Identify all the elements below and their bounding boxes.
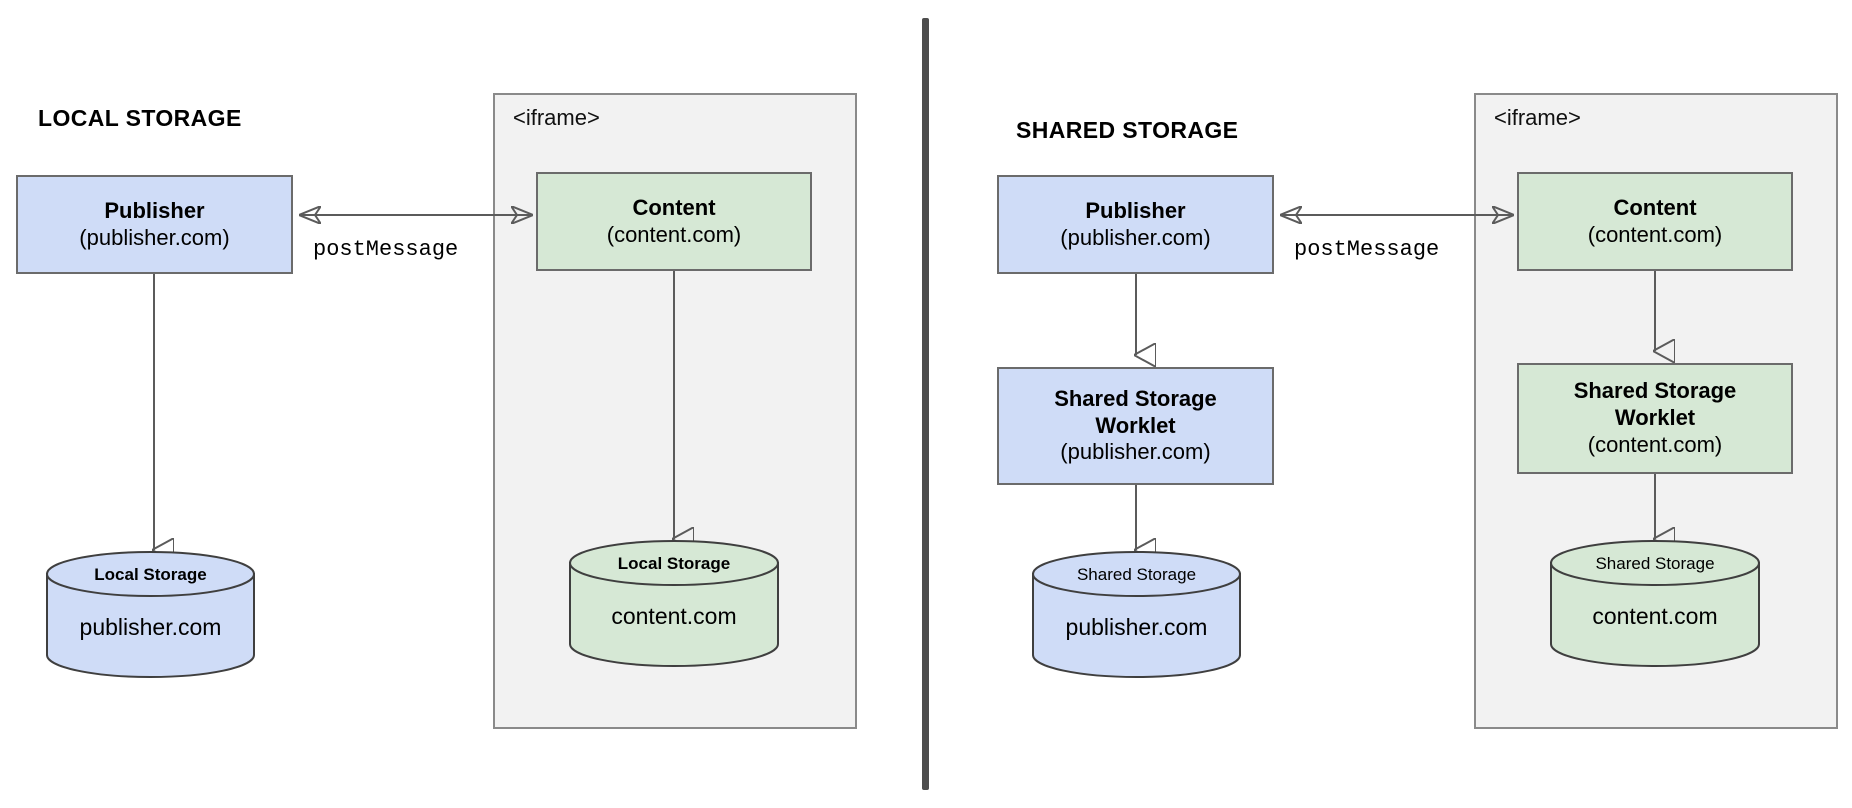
left-content-node[interactable]: Content (content.com) bbox=[536, 172, 812, 271]
left-publisher-origin: (publisher.com) bbox=[79, 224, 230, 250]
right-content-worklet-line2: Worklet bbox=[1614, 405, 1696, 431]
left-publisher-storage-body-label: publisher.com bbox=[79, 614, 222, 640]
right-publisher-worklet-line2: Worklet bbox=[1095, 412, 1176, 438]
left-publisher-node[interactable]: Publisher (publisher.com) bbox=[16, 175, 293, 274]
right-publisher-origin: (publisher.com) bbox=[1060, 224, 1211, 250]
right-publisher-to-worklet-connector bbox=[1122, 274, 1158, 367]
right-content-node[interactable]: Content (content.com) bbox=[1517, 172, 1793, 271]
right-section-title: SHARED STORAGE bbox=[1016, 117, 1239, 143]
right-worklet-to-content-store-connector bbox=[1641, 474, 1677, 551]
right-publisher-node[interactable]: Publisher (publisher.com) bbox=[997, 175, 1274, 274]
right-postmessage-label: postMessage bbox=[1294, 237, 1440, 262]
left-content-storage-body-label: content.com bbox=[611, 603, 737, 629]
left-content-to-store-connector bbox=[660, 271, 696, 551]
right-publisher-storage-body-label: publisher.com bbox=[1065, 614, 1208, 640]
right-publisher-worklet-node[interactable]: Shared Storage Worklet (publisher.com) bbox=[997, 367, 1274, 485]
right-publisher-worklet-line1: Shared Storage bbox=[1054, 385, 1217, 411]
left-publisher-to-store-connector bbox=[140, 274, 176, 562]
right-publisher-storage-cylinder[interactable]: Shared Storage publisher.com bbox=[1031, 551, 1242, 678]
left-publisher-storage-cylinder[interactable]: Local Storage publisher.com bbox=[45, 551, 256, 678]
right-content-to-worklet-connector bbox=[1641, 271, 1677, 363]
left-content-name: Content bbox=[632, 194, 716, 220]
right-content-storage-body-label: content.com bbox=[1592, 603, 1718, 629]
left-publisher-name: Publisher bbox=[104, 197, 205, 223]
right-content-worklet-line1: Shared Storage bbox=[1573, 378, 1737, 404]
right-content-worklet-node[interactable]: Shared Storage Worklet (content.com) bbox=[1517, 363, 1793, 474]
left-publisher-storage-cap-label: Local Storage bbox=[94, 565, 207, 584]
left-content-storage-cap-label: Local Storage bbox=[617, 554, 731, 573]
right-postmessage-arrow bbox=[1274, 200, 1520, 232]
left-content-storage-cylinder[interactable]: Local Storage content.com bbox=[568, 540, 780, 667]
left-postmessage-label: postMessage bbox=[313, 237, 459, 262]
right-iframe-label: <iframe> bbox=[1494, 105, 1581, 130]
right-worklet-to-publisher-store-connector bbox=[1122, 485, 1158, 562]
right-content-name: Content bbox=[1613, 194, 1697, 220]
left-content-origin: (content.com) bbox=[606, 221, 742, 247]
right-publisher-name: Publisher bbox=[1085, 197, 1186, 223]
left-postmessage-arrow bbox=[293, 200, 539, 232]
panel-divider bbox=[922, 18, 929, 790]
left-iframe-label: <iframe> bbox=[513, 105, 600, 130]
right-publisher-storage-cap-label: Shared Storage bbox=[1076, 565, 1197, 584]
right-content-worklet-origin: (content.com) bbox=[1587, 431, 1723, 457]
right-publisher-worklet-origin: (publisher.com) bbox=[1060, 439, 1211, 465]
right-content-storage-cylinder[interactable]: Shared Storage content.com bbox=[1549, 540, 1761, 667]
right-content-storage-cap-label: Shared Storage bbox=[1595, 554, 1715, 573]
left-section-title: LOCAL STORAGE bbox=[38, 105, 242, 131]
right-content-origin: (content.com) bbox=[1587, 221, 1723, 247]
